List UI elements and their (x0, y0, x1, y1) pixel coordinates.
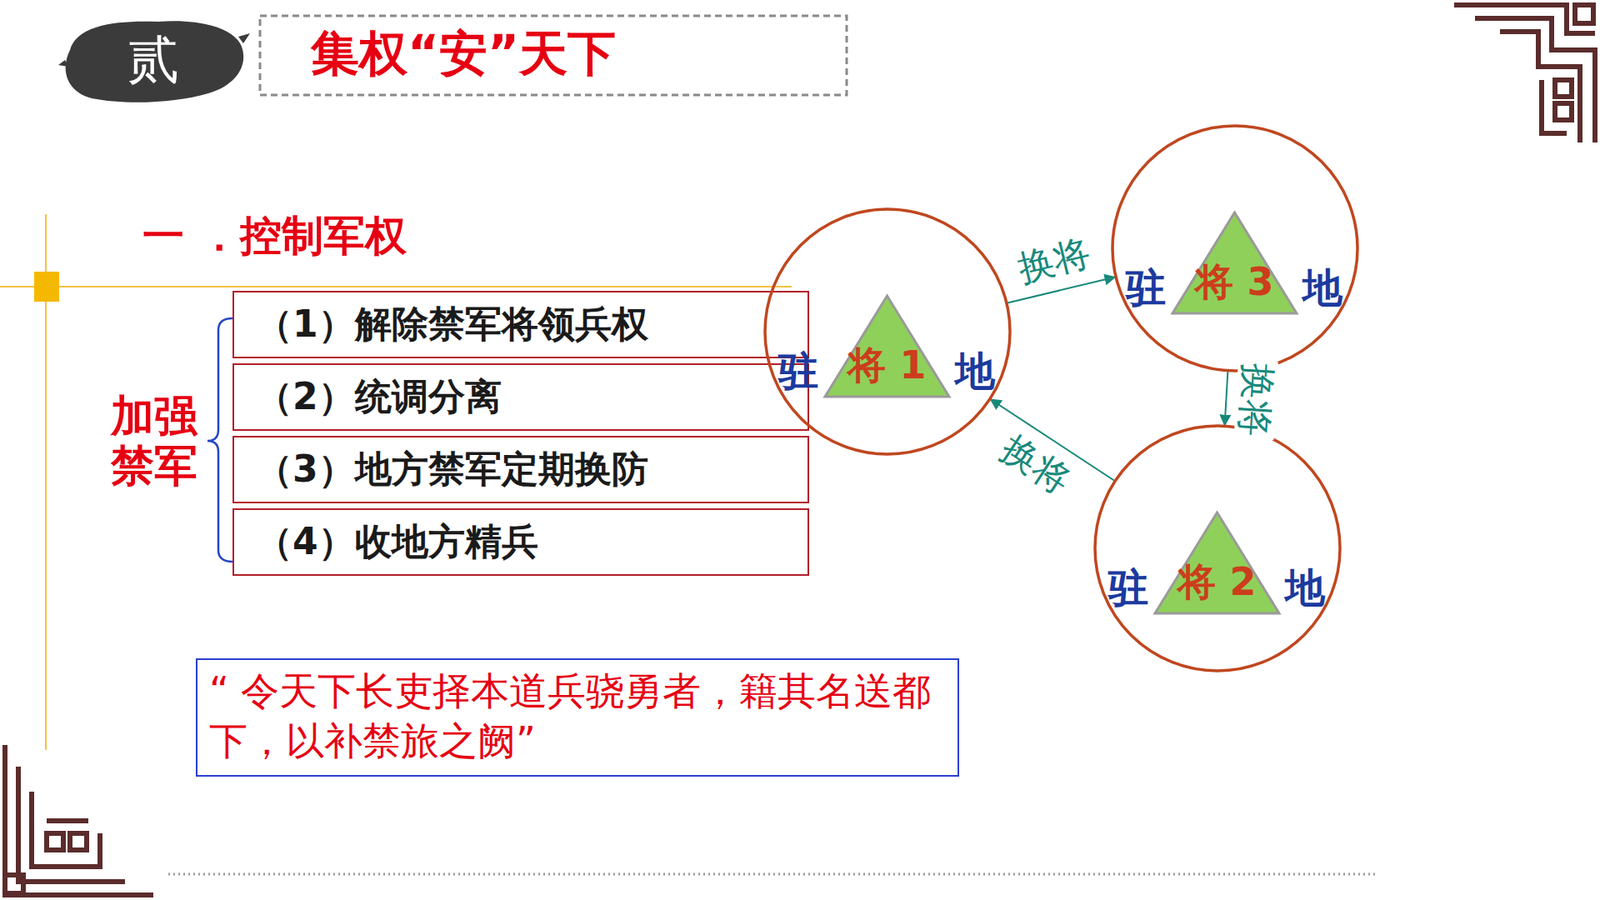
circle-outline (765, 209, 1010, 455)
general-triangle: 将 1 (823, 294, 951, 399)
group-label: 加强禁军 (110, 391, 200, 492)
quote-box: “ 令天下长吏择本道兵骁勇者，籍其名送都下，以补禁旅之阙” (195, 658, 960, 777)
guide-line (0, 285, 792, 288)
section-number: 贰 (127, 25, 180, 95)
general-text: 将 2 (1153, 560, 1281, 604)
swap-arrow (1225, 371, 1229, 426)
general-triangle: 将 2 (1153, 510, 1281, 615)
circle-outline (1095, 425, 1340, 671)
list-box: （1）解除禁军将领兵权 (232, 290, 810, 359)
station-text: 地 (1285, 565, 1325, 610)
general-triangle: 将 3 (1170, 210, 1299, 315)
measure-text: （3）地方禁军定期换防 (255, 442, 796, 496)
circle-outline (1112, 125, 1358, 371)
measure-text: （2）统调分离 (255, 370, 796, 424)
slide-title: 集权“安”天下 (310, 25, 616, 84)
station-circle: 驻 地将 1 (763, 207, 1012, 456)
station-text: 驻 (1125, 265, 1166, 310)
quote-text: “ 令天下长吏择本道兵骁勇者，籍其名送都下，以补禁旅之阙” (209, 666, 945, 767)
frame-ornament (5, 745, 154, 895)
list-box: （2）统调分离 (232, 363, 810, 431)
general-text: 将 1 (823, 344, 951, 387)
brush-blob (65, 20, 245, 103)
measure-text: （4）收地方精兵 (255, 515, 796, 569)
title-frame (260, 15, 847, 95)
station-text: 地 (955, 349, 995, 394)
measure-text: （1）解除禁军将领兵权 (255, 297, 796, 351)
station-circle: 驻 地将 3 (1110, 124, 1360, 373)
station-circle: 驻 地将 2 (1093, 424, 1342, 673)
edge-label: 换将 (1234, 360, 1280, 441)
list-box: （4）收地方精兵 (232, 508, 810, 576)
edge-label: 换将 (1011, 231, 1098, 290)
footer-line (168, 873, 1378, 876)
edge-label: 换将 (992, 426, 1080, 504)
station-text: 地 (1302, 265, 1343, 310)
general-text: 将 3 (1170, 260, 1299, 304)
station-text: 驻 (1108, 565, 1149, 610)
brace (207, 318, 233, 562)
section-heading: 一 ．控制军权 (142, 208, 407, 265)
frame-ornament (1454, 5, 1595, 143)
list-box: （3）地方禁军定期换防 (232, 435, 810, 504)
guide-square (34, 271, 60, 302)
station-text: 驻 (778, 349, 819, 394)
